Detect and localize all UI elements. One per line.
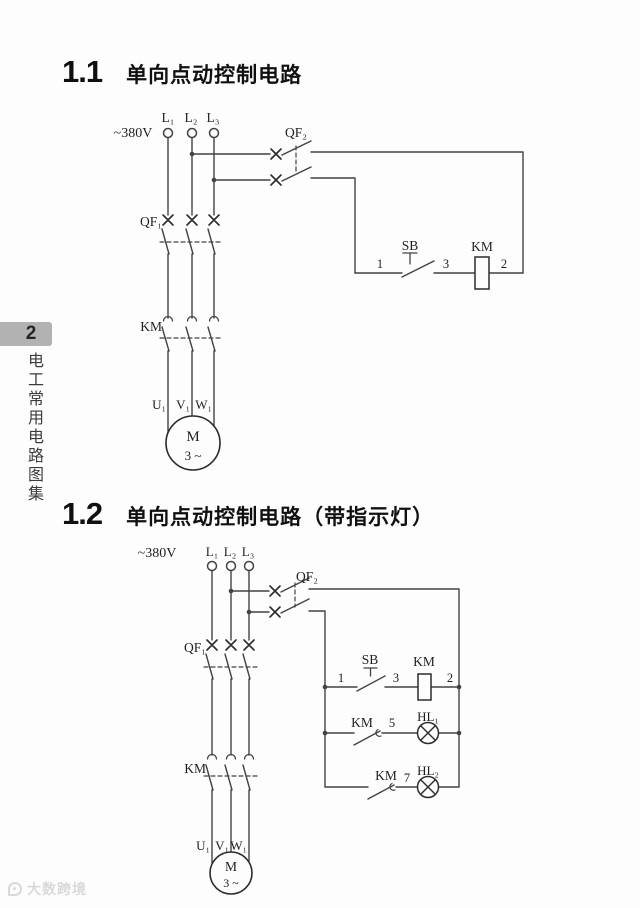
watermark-text: 大数跨境: [27, 881, 87, 897]
c1-wire-number-2: 2: [501, 257, 507, 271]
c2-km-contact-hooks: [206, 753, 255, 760]
c2-motor-phases: 3 ~: [223, 876, 239, 890]
watermark: 大数跨境: [8, 879, 87, 899]
c1-motor-letter: M: [186, 429, 199, 445]
watermark-logo-icon: [8, 882, 22, 896]
c2-control-rung-3: KM 7 HL₂: [324, 763, 460, 800]
c2-lamp-hl2-cross: [419, 778, 437, 796]
c1-km-main-label: KM: [140, 319, 162, 334]
c1-motor-phases: 3 ~: [185, 448, 202, 463]
c2-km-coil-label: KM: [413, 654, 435, 669]
c2-rung2-wires: [324, 730, 460, 746]
c1-phase-l3-label: L₃: [207, 110, 220, 125]
c1-qf1-label: QF₁: [140, 214, 162, 229]
c2-lamp-hl1-label: HL₁: [417, 709, 439, 724]
c2-sb-label: SB: [362, 652, 379, 667]
c2-qf1-contact-crosses: [206, 639, 255, 651]
c2-qf1-label: QF₁: [184, 640, 206, 655]
c2-wire-number-7: 7: [404, 771, 410, 785]
section-1-title: 1.1 单向点动控制电路: [62, 54, 302, 90]
section-2-title-text: 单向点动控制电路（带指示灯）: [126, 506, 435, 529]
c2-km-aux1-hook: [375, 728, 382, 737]
c2-phase-l2-label: L₂: [224, 544, 236, 559]
section-2-number: 1.2: [62, 496, 103, 531]
c1-phase-l1-label: L₁: [162, 110, 175, 125]
c2-terminal-u1: U₁: [196, 838, 210, 853]
c2-supply-terminals: [206, 560, 255, 572]
c1-voltage-label: ~380V: [114, 126, 153, 141]
section-1-title-text: 单向点动控制电路: [126, 64, 303, 87]
c1-qf1-contact-crosses: [162, 214, 220, 226]
c2-qf2-label: QF₂: [296, 569, 318, 584]
c2-terminal-w1: W₁: [230, 838, 247, 853]
c1-motor: U₁ V₁ W₁ M 3 ~: [152, 397, 221, 471]
c2-voltage-label: ~380V: [138, 546, 177, 561]
c1-qf2-branch: QF₂: [189, 125, 524, 274]
section-1-number: 1.1: [62, 54, 103, 89]
c2-lamp-hl1-cross: [419, 724, 437, 742]
c2-lamp-hl2-label: HL₂: [417, 763, 439, 778]
c1-phase-l2-label: L₂: [185, 110, 198, 125]
c1-supply-terminals: [162, 127, 220, 139]
c2-motor-symbol: [209, 851, 253, 895]
sidebar-book-title: 电工常用电路图集: [25, 352, 42, 504]
c1-terminal-v1: V₁: [176, 397, 190, 412]
c2-km-main-label: KM: [184, 761, 206, 776]
c2-control-rung-2: KM 5 HL₁: [322, 709, 462, 746]
c1-qf2-label: QF₂: [285, 125, 307, 140]
c2-phase-l3-label: L₃: [242, 544, 254, 559]
c2-phase-l1-label: L₁: [206, 544, 218, 559]
c2-qf2-contact-crosses: [269, 585, 281, 618]
c1-terminal-u1: U₁: [152, 397, 166, 412]
c1-wire-number-1: 1: [377, 257, 383, 271]
c2-rung3-wires: [324, 784, 460, 800]
c2-wire-number-3: 3: [393, 671, 399, 685]
c2-km-aux2-hook: [389, 782, 396, 791]
sidebar-page-number-badge: 2: [0, 322, 52, 346]
c1-km-contact-hooks: [162, 315, 220, 322]
c1-km-coil-symbol: [474, 256, 490, 290]
circuit-1-diagram: ~380V L₁ L₂ L₃ QF₁ KM QF₂: [114, 110, 524, 471]
c1-km-coil-label: KM: [471, 239, 493, 254]
c1-motor-symbol: [165, 415, 221, 471]
circuit-2-diagram: ~380V L₁ L₂ L₃ QF₁ KM QF₂: [138, 544, 462, 895]
c1-phase-wires: [161, 137, 216, 434]
c2-terminal-v1: V₁: [215, 838, 229, 853]
c2-wire-number-2: 2: [447, 671, 453, 685]
c2-km-coil-symbol: [417, 673, 432, 701]
c2-wire-number-5: 5: [389, 716, 395, 730]
c2-wire-number-1: 1: [338, 671, 344, 685]
c2-motor-letter: M: [225, 859, 237, 874]
c1-sb-label: SB: [402, 238, 419, 253]
page-number: 2: [25, 323, 37, 344]
c1-control-rung: 1 SB 3 KM 2: [354, 238, 524, 290]
c1-terminal-w1: W₁: [195, 397, 212, 412]
c1-control-wires: [354, 260, 524, 278]
c2-km-aux1-label: KM: [351, 715, 373, 730]
c2-motor: U₁ V₁ W₁ M 3 ~: [196, 838, 253, 895]
c1-qf2-contact-crosses: [270, 148, 282, 186]
section-2-title: 1.2 单向点动控制电路（带指示灯）: [62, 496, 434, 532]
c1-sb-actuator: [402, 252, 418, 265]
c2-phase-wires: [205, 570, 251, 864]
c1-wire-number-3: 3: [443, 257, 449, 271]
c2-km-aux2-label: KM: [375, 768, 397, 783]
c2-rung1-wires: [324, 675, 460, 692]
c2-control-rung-1: 1 SB 3 KM 2: [322, 652, 462, 701]
c2-sb-actuator: [363, 667, 378, 677]
